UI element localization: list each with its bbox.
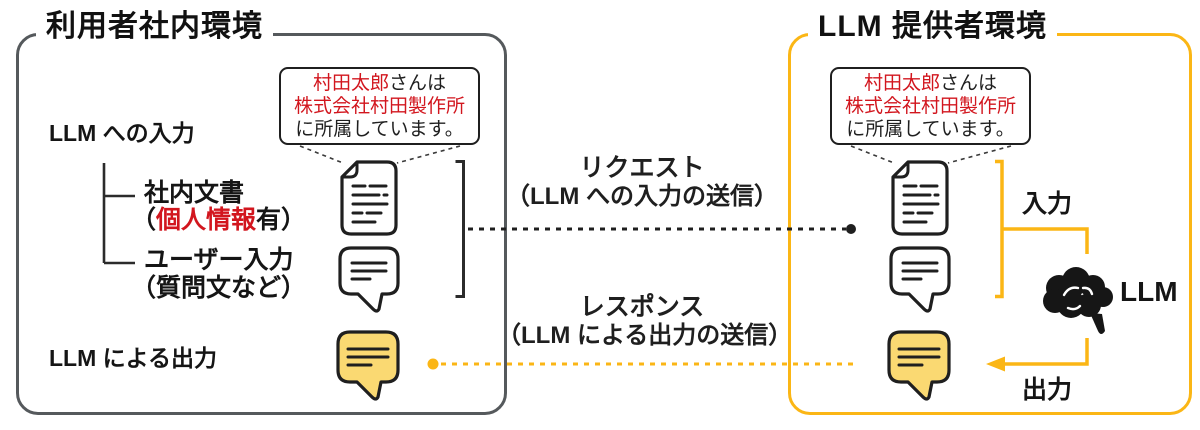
tree-item-internal-docs-note: （個人情報有） [131, 206, 307, 234]
pii-callout-right: 村田太郎さんは 株式会社村田製作所 に所属しています。 [830, 67, 1031, 145]
provider-input-label: 入力 [1022, 190, 1073, 218]
provider-input-bubble-icon [889, 246, 951, 313]
personal-info-highlight: 個人情報 [156, 206, 257, 234]
llm-provider-environment-title: LLM 提供者環境 [808, 10, 1057, 44]
response-flow-endpoint-dot [427, 358, 439, 370]
provider-output-label: 出力 [1022, 376, 1073, 404]
llm-output-bubble-icon [336, 330, 400, 401]
llm-label: LLM [1120, 276, 1178, 307]
tree-item-user-input-note: （質問文など） [131, 274, 307, 302]
pii-callout-line1: 村田太郎さんは [863, 73, 998, 94]
llm-to-output-connector [1004, 338, 1089, 366]
callout-pointer-left [299, 145, 461, 164]
pii-callout-line1: 村田太郎さんは [312, 73, 447, 94]
llm-output-section-label: LLM による出力 [49, 345, 217, 371]
input-tree-lines [102, 163, 135, 265]
tree-item-user-input: ユーザー入力 [144, 246, 294, 274]
pii-name-text: 村田太郎 [312, 73, 389, 94]
provider-document-icon [891, 160, 949, 236]
llm-brain-icon [1043, 267, 1113, 334]
user-environment-title: 利用者社内環境 [36, 10, 273, 44]
input-group-bracket-right [995, 159, 1004, 299]
request-subtitle: （LLM への入力の送信） [506, 183, 778, 210]
pii-callout-line3: に所属しています。 [295, 119, 464, 140]
request-label-block: リクエスト （LLM への入力の送信） [497, 154, 787, 210]
provider-output-bubble-icon [887, 330, 951, 401]
request-flow-endpoint-dot [846, 224, 856, 234]
response-title: レスポンス [579, 293, 705, 321]
tree-item-internal-docs: 社内文書 [144, 179, 245, 207]
pii-company-text: 株式会社村田製作所 [293, 96, 465, 117]
callout-pointer-right [850, 145, 1012, 164]
pii-callout-left: 村田太郎さんは 株式会社村田製作所 に所属しています。 [279, 67, 480, 145]
llm-input-section-label: LLM への入力 [49, 120, 195, 146]
input-group-bracket-left [455, 160, 465, 298]
response-label-block: レスポンス （LLM による出力の送信） [497, 293, 793, 349]
pii-company-text: 株式会社村田製作所 [844, 96, 1016, 117]
internal-document-icon [340, 160, 398, 236]
request-title: リクエスト [579, 154, 705, 182]
user-input-bubble-icon [338, 246, 400, 313]
input-to-llm-connector [1002, 227, 1089, 254]
pii-callout-line3: に所属しています。 [846, 119, 1015, 140]
response-subtitle: （LLM による出力の送信） [497, 322, 793, 349]
output-arrowhead [986, 356, 1005, 372]
pii-name-text: 村田太郎 [863, 73, 940, 94]
